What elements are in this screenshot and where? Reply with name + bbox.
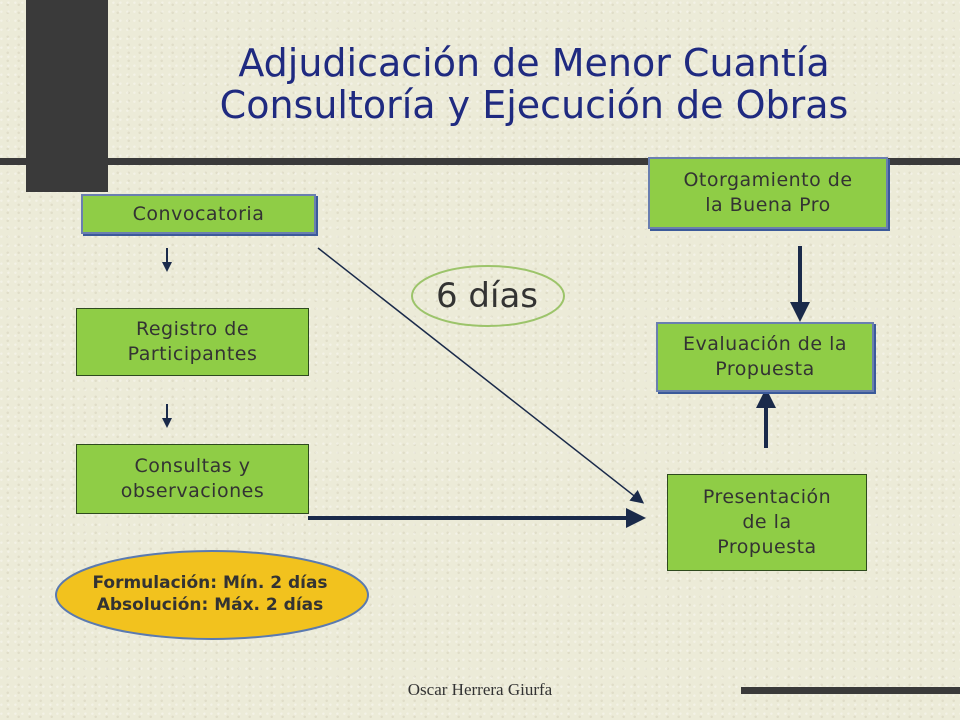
bottom-rule xyxy=(741,687,960,694)
box-convocatoria: Convocatoria xyxy=(81,194,316,234)
box-evaluacion-label: Evaluación de la Propuesta xyxy=(683,333,847,380)
days-label: 6 días xyxy=(435,276,539,316)
box-registro-participantes: Registro de Participantes xyxy=(76,308,309,376)
slide-title: Adjudicación de Menor Cuantía Consultorí… xyxy=(108,42,960,126)
deadline-note: Formulación: Mín. 2 días Absolución: Máx… xyxy=(60,558,360,630)
arrow-convocatoria-to-presentacion xyxy=(317,247,645,504)
top-rule xyxy=(0,158,960,165)
box-otorgamiento-label: Otorgamiento de la Buena Pro xyxy=(683,169,853,216)
note-line-2: Absolución: Máx. 2 días xyxy=(96,595,324,615)
box-consultas-observaciones: Consultas y observaciones xyxy=(76,444,309,514)
title-line-1: Adjudicación de Menor Cuantía xyxy=(238,41,830,85)
box-registro-label: Registro de Participantes xyxy=(127,318,258,365)
box-convocatoria-label: Convocatoria xyxy=(132,202,265,225)
box-presentacion-propuesta: Presentación de la Propuesta xyxy=(667,474,867,571)
days-ellipse xyxy=(411,265,565,327)
box-evaluacion-propuesta: Evaluación de la Propuesta xyxy=(656,322,874,392)
box-presentacion-label: Presentación de la Propuesta xyxy=(702,486,832,558)
box-otorgamiento-buena-pro: Otorgamiento de la Buena Pro xyxy=(648,157,888,229)
note-ellipse xyxy=(55,550,369,640)
box-consultas-label: Consultas y observaciones xyxy=(120,455,265,502)
note-line-1: Formulación: Mín. 2 días xyxy=(92,573,328,593)
footer-author: Oscar Herrera Giurfa xyxy=(407,680,553,699)
title-line-2: Consultoría y Ejecución de Obras xyxy=(219,83,849,127)
